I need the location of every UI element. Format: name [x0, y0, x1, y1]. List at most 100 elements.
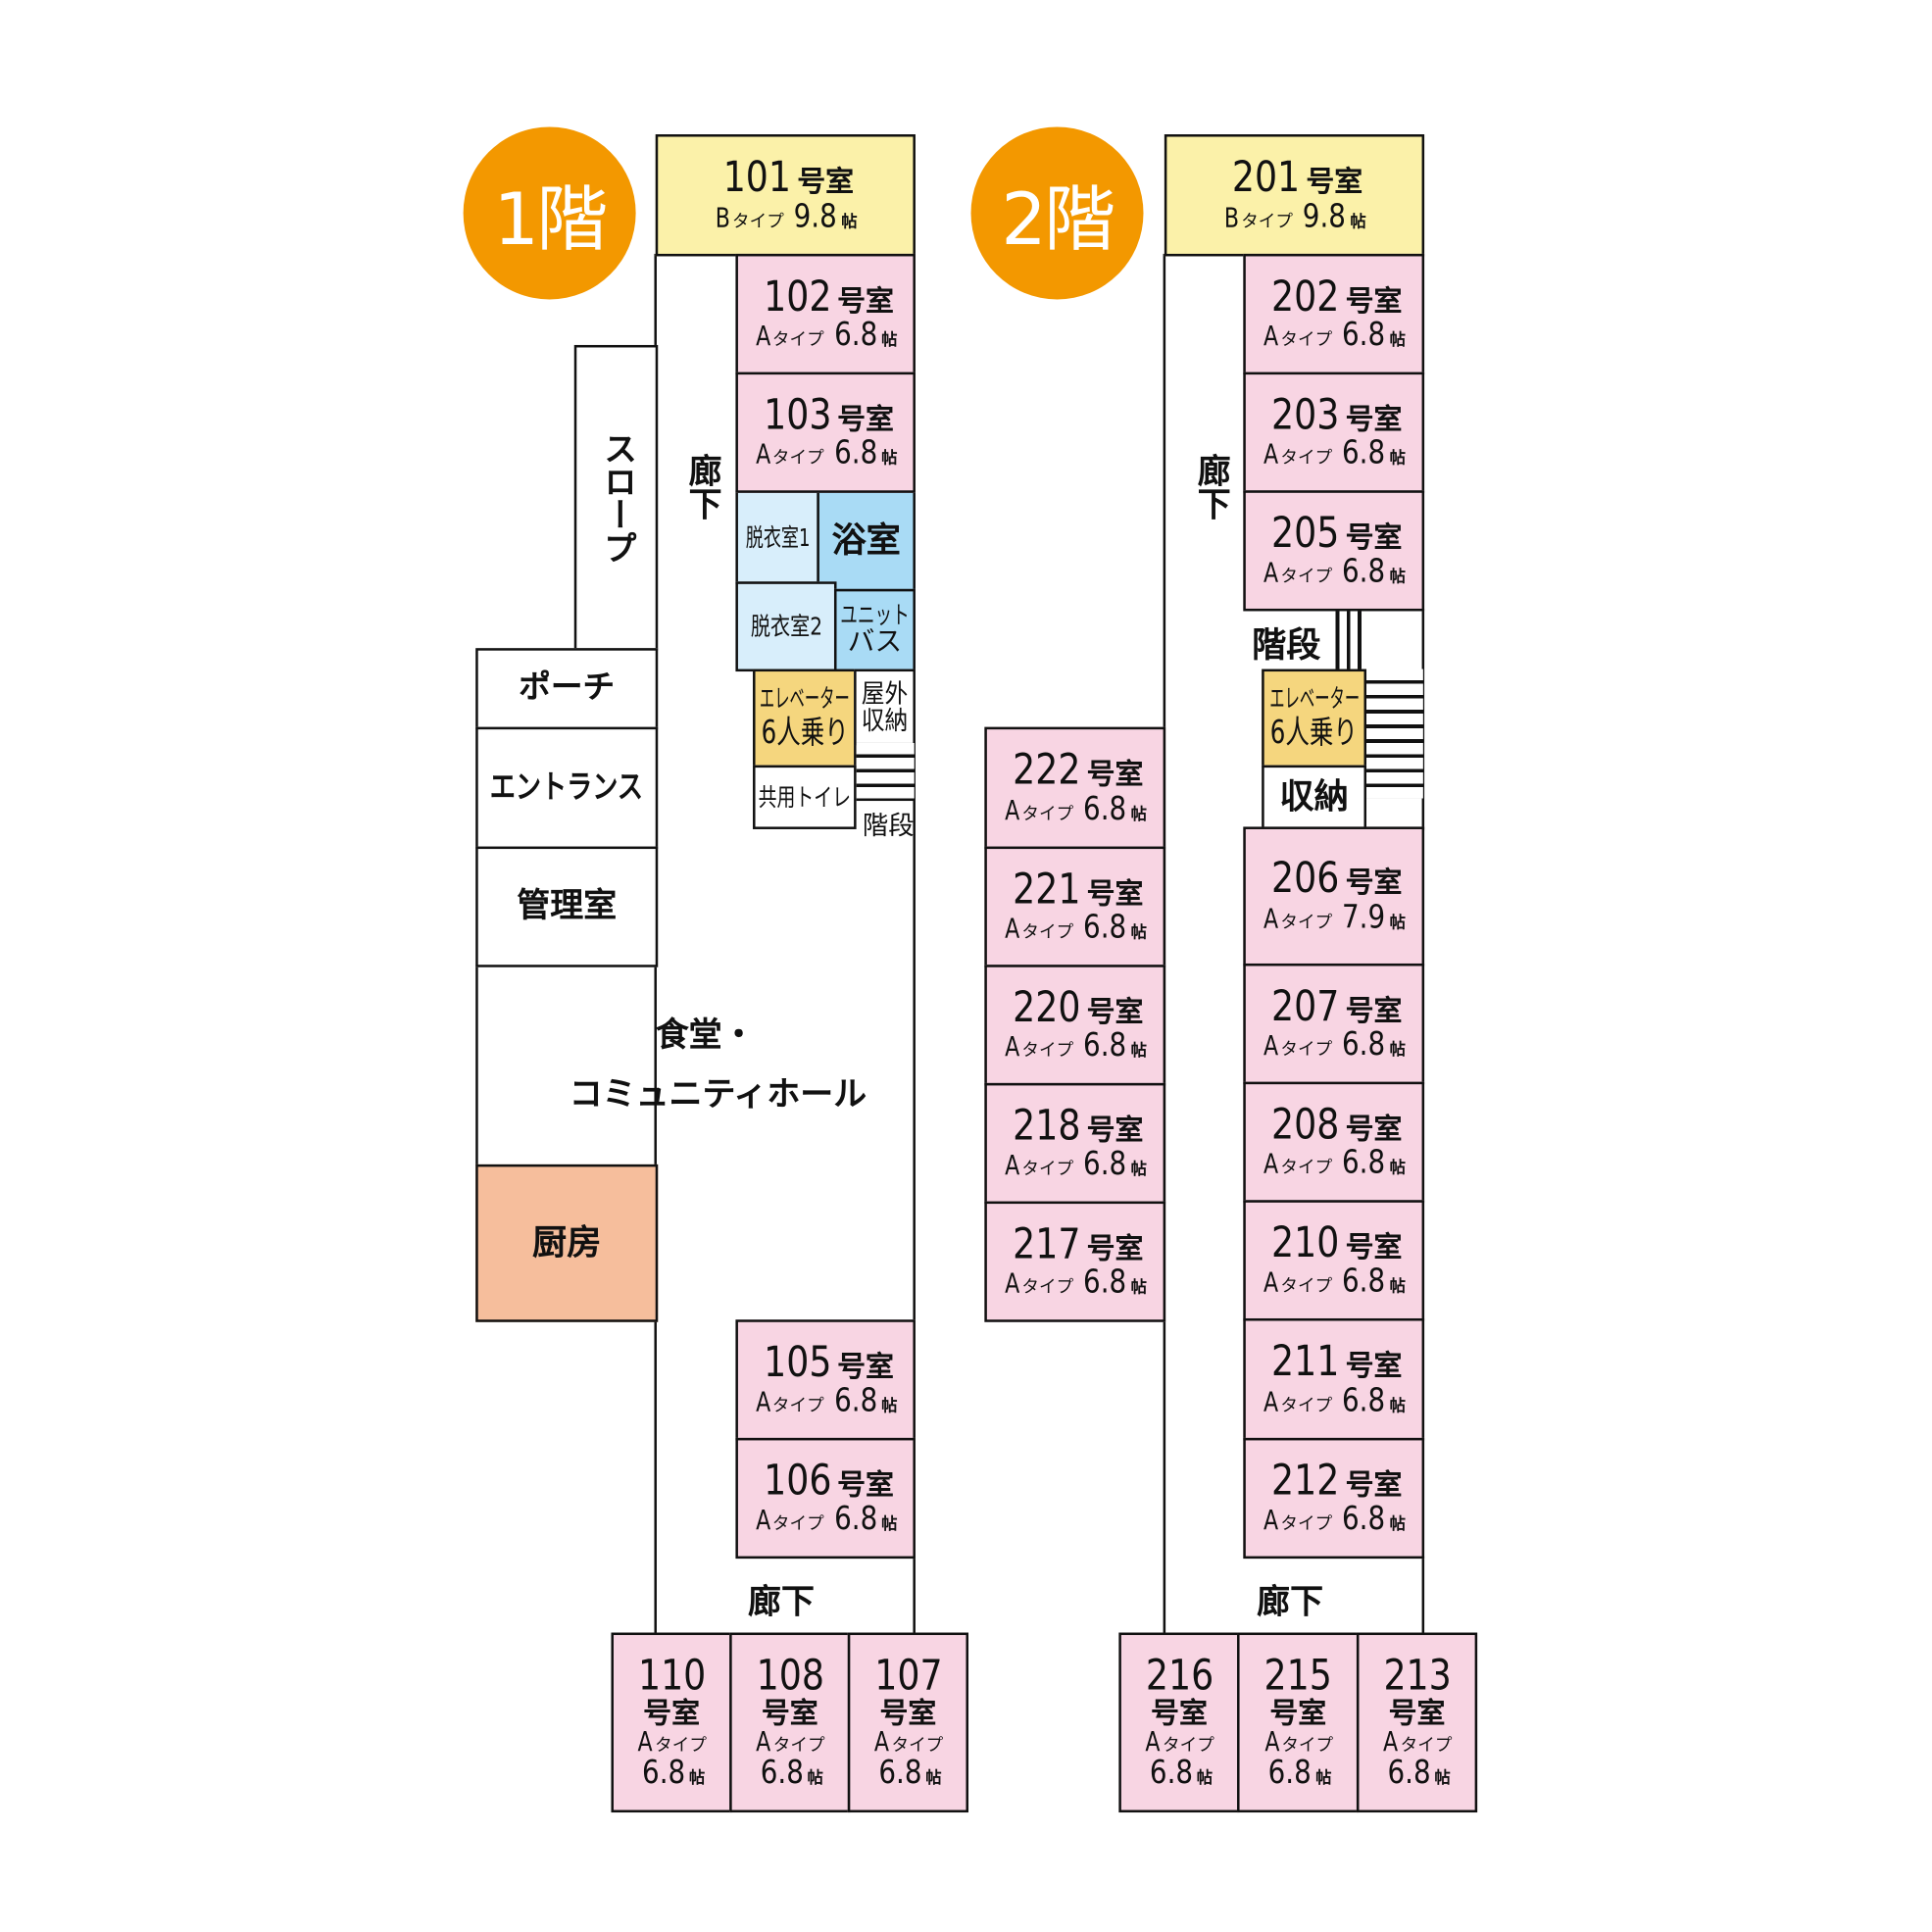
room-number: 105	[763, 1337, 831, 1387]
room-number: 201	[1231, 152, 1301, 203]
floor-1-badge: 1階	[463, 126, 636, 300]
room-number: 212	[1271, 1456, 1340, 1506]
room-number: 107	[873, 1651, 943, 1701]
room-type-label: タイプ	[771, 1514, 824, 1535]
stairs-label: 階段	[1252, 624, 1321, 666]
management-office: 管理室	[475, 846, 659, 967]
room-suffix: 号室	[837, 284, 894, 318]
elevator-capacity: 6人乗り	[761, 715, 849, 753]
room-size: 6.8	[1083, 790, 1127, 828]
elevator: エレベーター 6人乗り	[753, 669, 857, 768]
room-suffix: 号室	[797, 166, 855, 199]
community-hall-label: コミュニティホール	[569, 1075, 867, 1115]
room-type: A	[1383, 1726, 1399, 1759]
room-size-unit: 帖	[881, 450, 898, 469]
room-type: A	[756, 1726, 771, 1759]
room-size-unit: 帖	[1389, 914, 1406, 933]
room-suffix: 号室	[1345, 1231, 1403, 1264]
elevator-label: エレベーター	[1268, 684, 1360, 715]
room-suffix: 号室	[1086, 877, 1144, 911]
room-type-label: タイプ	[1163, 1735, 1214, 1756]
room-number: 220	[1013, 982, 1081, 1032]
room-number: 202	[1271, 272, 1340, 322]
slope: スロープ	[573, 344, 659, 651]
room-size: 9.8	[1303, 197, 1347, 235]
room-type: A	[1263, 904, 1279, 935]
room-type-label: タイプ	[771, 330, 824, 351]
room-type: A	[1263, 1150, 1279, 1181]
room-type: A	[1005, 795, 1020, 827]
changing-room-1-label: 脱衣室1	[745, 521, 811, 552]
room-size: 6.8	[1342, 1501, 1386, 1538]
room-type-label: タイプ	[771, 448, 824, 469]
room-type: A	[1263, 558, 1279, 590]
room-number: 206	[1271, 854, 1340, 904]
dining-label: 食堂・	[655, 1016, 756, 1055]
room-type-label: タイプ	[1021, 1277, 1074, 1298]
room-size-unit: 帖	[925, 1768, 942, 1788]
room-size-unit: 帖	[1389, 331, 1406, 351]
room-suffix: 号室	[1345, 995, 1403, 1027]
room-number: 203	[1271, 389, 1340, 440]
room-suffix: 号室	[1086, 759, 1144, 791]
room-number: 218	[1013, 1101, 1081, 1151]
room-size: 6.8	[1342, 317, 1386, 354]
room-type: A	[1005, 1151, 1020, 1182]
room-size-unit: 帖	[1389, 1515, 1406, 1535]
room-type: A	[755, 1387, 770, 1419]
room-size: 6.8	[1342, 1381, 1386, 1419]
room-type-label: タイプ	[732, 211, 784, 231]
stairs-icon	[856, 742, 915, 802]
room-type-label: タイプ	[891, 1735, 944, 1756]
room-suffix: 号室	[1086, 996, 1144, 1028]
room-size: 6.8	[760, 1754, 804, 1792]
room-number: 210	[1271, 1217, 1340, 1267]
room-size: 6.8	[878, 1754, 922, 1792]
room-type: A	[638, 1726, 654, 1759]
changing-room-2-label: 脱衣室2	[750, 611, 822, 641]
room-size-unit: 帖	[1389, 1041, 1406, 1061]
room-size: 9.8	[794, 197, 838, 235]
room-number: 103	[763, 389, 831, 440]
room-type-label: タイプ	[1280, 448, 1333, 469]
room-number: 110	[637, 1651, 706, 1701]
stair-wall	[1421, 608, 1425, 831]
room-suffix: 号室	[1345, 284, 1403, 318]
entrance: エントランス	[475, 726, 659, 850]
room-suffix: 号室	[1345, 1350, 1403, 1383]
stairs-label: 階段	[862, 811, 915, 841]
room-number: 215	[1263, 1651, 1332, 1701]
room-suffix: 号室	[879, 1697, 937, 1730]
room-size: 6.8	[833, 434, 878, 472]
room-type-label: タイプ	[1021, 922, 1074, 943]
corridor-label: 廊下	[1191, 453, 1230, 520]
room-type: A	[755, 322, 770, 353]
elevator-capacity: 6人乗り	[1270, 715, 1359, 753]
room-type-label: タイプ	[771, 1396, 824, 1416]
room-size-unit: 帖	[1389, 450, 1406, 469]
unit-bath-label: バス	[847, 627, 903, 659]
room-size-unit: 帖	[1434, 1768, 1451, 1788]
corridor-label: 廊下	[747, 1583, 815, 1622]
changing-room-2: 脱衣室2	[735, 581, 837, 672]
room-type-label: タイプ	[1280, 1158, 1333, 1178]
room-size-unit: 帖	[1130, 1042, 1147, 1062]
room-type-label: タイプ	[1400, 1735, 1453, 1756]
room-size-unit: 帖	[1130, 1279, 1147, 1298]
bathroom-label: 浴室	[831, 520, 901, 562]
room-suffix: 号室	[1086, 1232, 1144, 1265]
corridor-wall	[1421, 1556, 1425, 1634]
outdoor-storage-label: 屋外	[861, 678, 909, 709]
storage-label: 収納	[1279, 776, 1349, 817]
room-type: A	[1263, 1506, 1279, 1537]
